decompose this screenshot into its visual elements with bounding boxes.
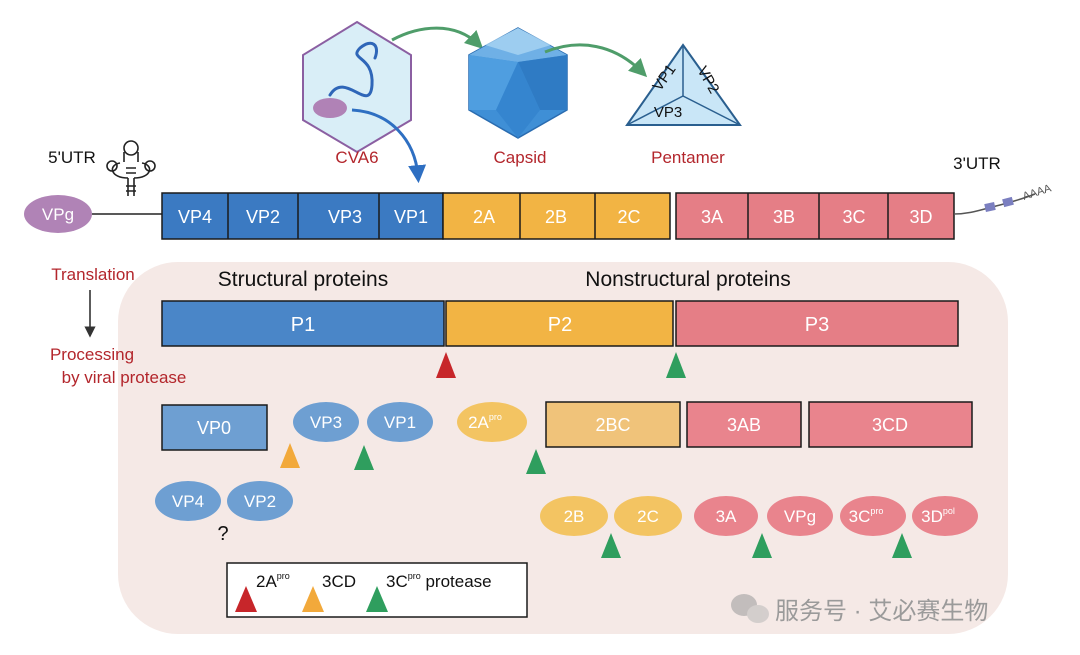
3a-protein	[694, 496, 758, 536]
virus-icon	[302, 20, 412, 154]
vp0-block	[161, 404, 268, 451]
3cpro-label: 3Cpro	[849, 506, 884, 526]
vp4-protein	[155, 481, 221, 521]
wechat-icon	[731, 594, 769, 623]
2apro-protein	[457, 402, 527, 442]
legend-3cd: 3CD	[322, 572, 356, 591]
vp3-protein	[293, 402, 359, 442]
seg-2a: 2A	[473, 207, 495, 227]
processing-label-1: Processing	[50, 345, 134, 364]
3ab-label: 3AB	[727, 415, 761, 435]
polyprotein-p1-label: P1	[291, 314, 315, 336]
polyprotein-p3-label: P3	[805, 314, 829, 336]
vp1-label: VP1	[384, 413, 416, 432]
polyprotein-p1	[161, 300, 445, 347]
seg-3a: 3A	[701, 207, 723, 227]
arrow-capsid-to-pentamer	[544, 43, 648, 78]
2bc-block	[545, 401, 681, 448]
pentamer-icon	[625, 43, 742, 126]
vp1-protein	[367, 402, 433, 442]
legend-2apro: 2Apro	[256, 571, 290, 591]
legend-green-triangle	[366, 586, 388, 612]
polya-tail	[953, 193, 1036, 215]
processing-panel	[118, 262, 1008, 634]
vp3-label: VP3	[310, 413, 342, 432]
2c-label: 2C	[637, 507, 659, 526]
legend-orange-triangle	[302, 586, 324, 612]
3ab-block	[686, 401, 802, 448]
seg-vp1: VP1	[394, 207, 428, 227]
cleavage-3cd-vp0	[280, 443, 300, 468]
vpg-protein	[767, 496, 833, 536]
seg-vp2: VP2	[246, 207, 280, 227]
polyprotein-p3	[675, 300, 959, 347]
polyprotein-p2-label: P2	[548, 314, 572, 336]
legend-red-triangle	[235, 586, 257, 612]
vp2-label: VP2	[244, 492, 276, 511]
arrow-virus-to-capsid	[391, 26, 484, 49]
genome-p2-block	[442, 192, 671, 240]
legend-3cpro: 3Cpro protease	[386, 571, 492, 591]
2bc-label: 2BC	[595, 415, 630, 435]
vp2-protein	[227, 481, 293, 521]
polya-label: AAAA	[1021, 182, 1053, 203]
virus-label: CVA6	[335, 148, 378, 167]
cleavage-3cpro-3c3d	[892, 533, 912, 558]
capsid-icon	[468, 27, 568, 139]
watermark-text: 服务号 · 艾必赛生物	[775, 598, 988, 625]
cleavage-3cpro-2a2bc	[526, 449, 546, 474]
3cpro-protein	[840, 496, 906, 536]
polyprotein-p2	[445, 300, 674, 347]
vpg-cap-label: VPg	[42, 205, 74, 224]
vpg-cap	[24, 195, 92, 233]
genome-p3-block	[675, 192, 955, 240]
cleavage-3cpro-3avpg	[752, 533, 772, 558]
pentamer-vp3: VP3	[654, 104, 682, 121]
cleavage-3cpro-p2p3	[666, 352, 686, 378]
processing-label-2: by viral protease	[62, 368, 187, 387]
utr5-label: 5'UTR	[48, 148, 96, 167]
structural-title: Structural proteins	[218, 268, 388, 291]
vpg-label: VPg	[784, 507, 816, 526]
cleavage-2apro-p1p2	[436, 352, 456, 378]
2b-label: 2B	[564, 507, 585, 526]
2apro-label: 2Apro	[468, 412, 502, 432]
3a-label: 3A	[716, 507, 737, 526]
arrow-virus-to-genome	[351, 108, 427, 184]
cleavage-3cpro-2b2c	[601, 533, 621, 558]
capsid-label: Capsid	[494, 148, 547, 167]
3cd-label: 3CD	[872, 415, 908, 435]
3dpol-label: 3Dpol	[921, 506, 955, 526]
stemloop-icon	[106, 140, 156, 196]
vp4-label: VP4	[172, 492, 204, 511]
cleavage-3cpro-vp3vp1	[354, 445, 374, 470]
question-mark: ?	[217, 523, 228, 545]
seg-3d: 3D	[909, 207, 932, 227]
3cd-block	[808, 401, 973, 448]
nonstructural-title: Nonstructural proteins	[585, 268, 790, 291]
seg-vp4: VP4	[178, 207, 212, 227]
3dpol-protein	[912, 496, 978, 536]
seg-vp3: VP3	[328, 207, 362, 227]
vp0-label: VP0	[197, 418, 231, 438]
2b-protein	[540, 496, 608, 536]
seg-3b: 3B	[773, 207, 795, 227]
genome-p1-block	[161, 192, 444, 240]
utr3-label: 3'UTR	[953, 154, 1001, 173]
2c-protein	[614, 496, 682, 536]
translation-label: Translation	[51, 265, 134, 284]
seg-3c: 3C	[842, 207, 865, 227]
seg-2b: 2B	[545, 207, 567, 227]
seg-2c: 2C	[617, 207, 640, 227]
pentamer-label: Pentamer	[651, 148, 725, 167]
